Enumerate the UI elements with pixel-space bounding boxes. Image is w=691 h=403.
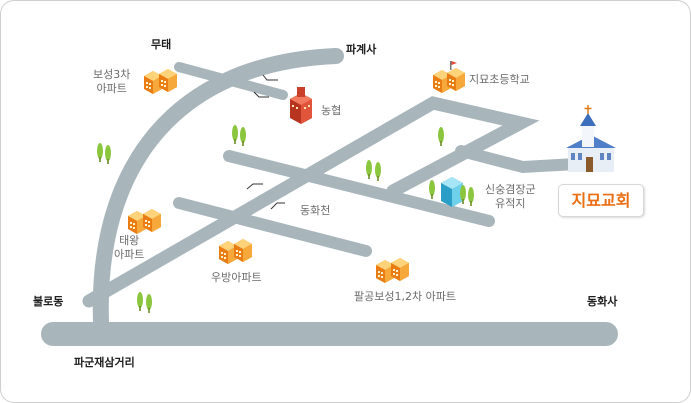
label-jimyo-school: 지묘초등학교: [469, 73, 530, 86]
road-upper-diagonal: [82, 96, 540, 308]
bridge-mark: [270, 202, 285, 210]
label-pagyesa: 파계사: [346, 43, 377, 56]
label-sinsung-site: 신숭겸장군 유적지: [485, 183, 536, 210]
label-palgong-apartment: 팔공보성1,2차 아파트: [354, 290, 456, 303]
label-pagun-intersection: 파군재삼거리: [74, 356, 135, 369]
apartment-palgong-icon: [376, 258, 409, 283]
bridge-marks: [246, 74, 285, 210]
monument-icon: [441, 177, 463, 207]
nonghyup-building-icon: [290, 87, 312, 124]
road-church-spur: [455, 145, 582, 174]
curved-road-west: [92, 48, 344, 329]
roads: [41, 48, 618, 346]
label-donghwasa: 동화사: [587, 295, 618, 308]
label-taewang-apartment: 태왕 아파트: [114, 234, 145, 261]
label-nonghyup: 농협: [321, 104, 342, 117]
label-bosung3-apartment: 보성3차 아파트: [93, 68, 131, 95]
label-bulrodong: 불로동: [33, 295, 64, 308]
apartment-woobang-icon: [219, 239, 252, 264]
bridge-mark: [262, 74, 278, 81]
apartment-taewang-icon: [128, 209, 161, 234]
church-name-label: 지묘교회: [558, 184, 644, 217]
bridge-mark: [246, 183, 263, 190]
school-icon: [433, 61, 465, 93]
label-woobang-apartment: 우방아파트: [211, 271, 262, 284]
apartment-bosung3-icon: [144, 69, 177, 94]
bridge-mark: [253, 91, 269, 98]
label-mutae: 무태: [151, 38, 172, 51]
label-donghwa-stream: 동화천: [300, 204, 331, 217]
road-cross-middle: [223, 150, 495, 227]
church-icon: [566, 105, 616, 172]
road-nonghyup-spur: [174, 62, 288, 100]
road-cross-lower: [173, 197, 372, 257]
